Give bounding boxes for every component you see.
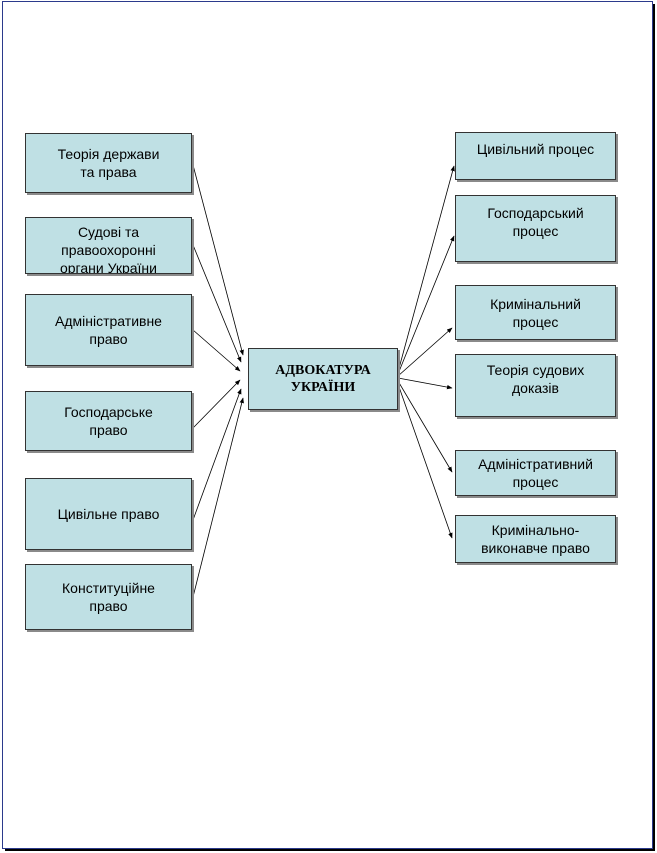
left-box-constitutional-law: Конституційне право xyxy=(25,564,192,630)
left-box-judicial-bodies: Судові та правоохоронні органи України xyxy=(25,217,192,274)
arrow-left-4 xyxy=(192,379,241,429)
arrow-right-2 xyxy=(397,235,455,375)
right-box-administrative-procedure: Адміністративний процес xyxy=(455,450,616,496)
left-box-theory-of-state: Теорія держави та права xyxy=(25,133,192,193)
right-box-theory-of-evidence: Теорія судових доказів xyxy=(455,354,616,417)
arrow-left-1 xyxy=(192,164,244,356)
page-shadow-bottom xyxy=(5,849,655,851)
center-box-advocacy: АДВОКАТУРА УКРАЇНИ xyxy=(248,348,398,410)
left-box-administrative-law: Адміністративне право xyxy=(25,294,192,366)
arrow-right-4 xyxy=(397,377,453,390)
right-box-economic-procedure: Господарський процес xyxy=(455,195,616,262)
left-box-civil-law: Цивільне право xyxy=(25,478,192,550)
right-box-criminal-procedure: Кримінальний процес xyxy=(455,285,616,340)
arrow-right-1 xyxy=(397,165,455,373)
arrow-left-5 xyxy=(192,388,242,521)
arrow-left-3 xyxy=(192,329,241,372)
right-box-civil-procedure: Цивільний процес xyxy=(455,132,616,180)
arrow-left-2 xyxy=(192,244,242,363)
arrow-right-3 xyxy=(397,327,453,377)
arrow-left-6 xyxy=(192,397,244,598)
arrow-right-6 xyxy=(397,383,453,539)
page-shadow-right xyxy=(653,4,655,851)
right-box-penal-law: Кримінально- виконавче право xyxy=(455,515,616,563)
arrow-right-5 xyxy=(397,380,453,473)
left-box-economic-law: Господарське право xyxy=(25,391,192,451)
